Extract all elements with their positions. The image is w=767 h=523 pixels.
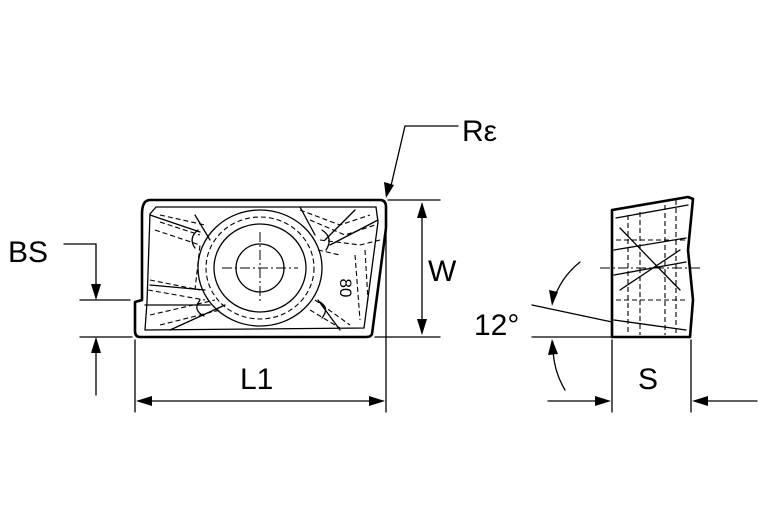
width-label: W <box>428 255 457 288</box>
insert-side-view <box>600 195 700 339</box>
center-hole <box>191 209 330 327</box>
length-label: L1 <box>240 363 273 396</box>
insert-inner-outline <box>144 206 379 331</box>
angle-label: 12° <box>474 309 519 342</box>
thickness-label: S <box>638 363 658 396</box>
bevel-dimension: BS <box>8 236 133 396</box>
side-outline <box>610 195 695 339</box>
thickness-dimension: S <box>547 339 758 413</box>
corner-radius-label: Rε <box>462 115 497 148</box>
chip-breaker-hidden-lines <box>147 209 381 329</box>
width-dimension: W <box>374 199 457 338</box>
insert-outline <box>133 198 388 339</box>
bevel-label: BS <box>8 236 48 269</box>
insert-front-view: 80 <box>133 198 388 339</box>
grade-marking: 80 <box>336 279 355 298</box>
facet-lines <box>144 206 379 331</box>
length-dimension: L1 <box>134 209 387 413</box>
corner-radius-callout: Rε <box>384 115 497 198</box>
clearance-angle-dimension: 12° <box>474 261 613 391</box>
